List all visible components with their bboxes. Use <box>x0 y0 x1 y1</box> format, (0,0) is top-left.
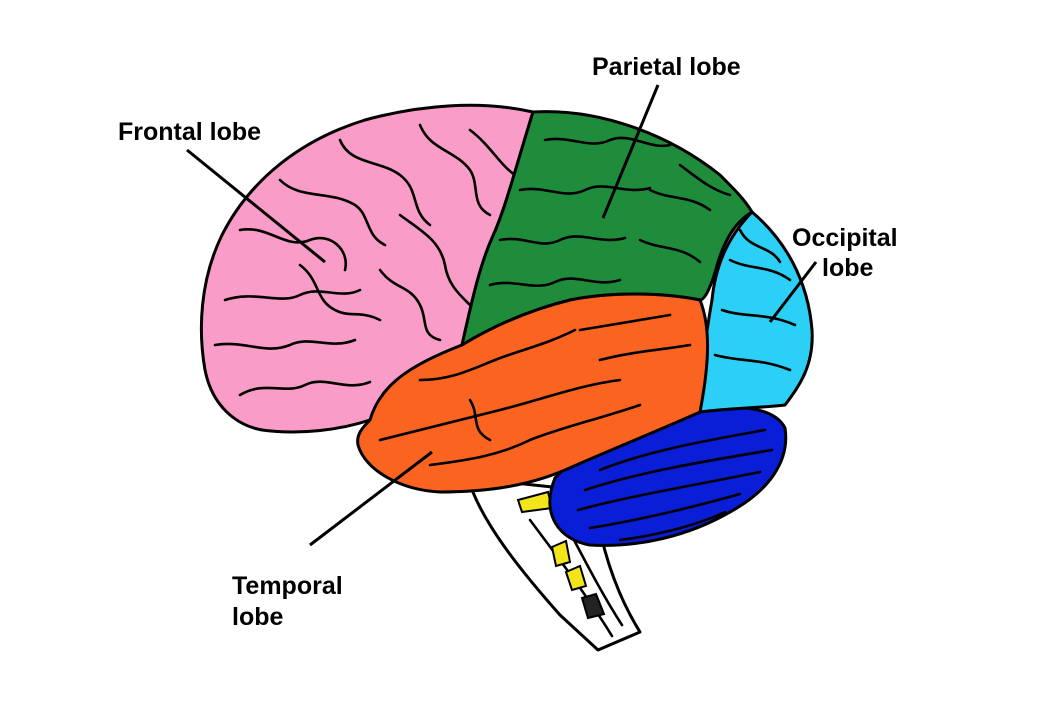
frontal-gyrus <box>213 338 357 350</box>
temporal-gyrus <box>428 403 642 467</box>
temporal-gyrus <box>468 398 492 442</box>
temporal-gyrus <box>378 378 622 442</box>
temporal-gyrus <box>578 313 672 332</box>
temporal-lobe-shape <box>356 292 710 494</box>
parietal-gyrus <box>678 163 732 197</box>
occipital-lobe-label-line2: lobe <box>822 254 873 282</box>
parietal-lobe-label: Parietal lobe <box>592 53 741 81</box>
parietal-leader <box>601 84 660 219</box>
frontal-gyrus <box>238 380 372 397</box>
parietal-gyrus <box>498 235 627 245</box>
parietal-gyrus <box>543 136 672 148</box>
occipital-lobe-shape <box>698 210 814 414</box>
parietal-gyrus <box>648 188 712 212</box>
temporal-gyrus <box>598 343 692 362</box>
cerebellum-fold <box>598 428 767 472</box>
temporal-lobe <box>356 292 710 494</box>
parietal-gyrus <box>518 185 652 195</box>
brainstem-accent <box>580 592 606 620</box>
frontal-gyrus <box>398 213 472 307</box>
cerebellum-fold <box>583 448 774 492</box>
occipital-gyrus <box>738 228 782 264</box>
cerebellum-fold <box>588 492 742 530</box>
frontal-gyrus <box>278 178 387 247</box>
frontal-gyrus <box>338 138 432 227</box>
parietal-gyrus <box>638 238 702 264</box>
occipital-lobe-label-line1: Occipital <box>792 224 898 252</box>
occipital-leader <box>768 261 818 323</box>
temporal-gyrus <box>418 328 577 382</box>
frontal-gyrus <box>298 263 382 322</box>
temporal-lobe-label-line1: Temporal <box>232 572 343 600</box>
temporal-leader <box>309 450 433 547</box>
occipital-gyrus <box>713 353 792 372</box>
frontal-gyrus <box>468 128 517 177</box>
occipital-gyrus <box>728 258 792 282</box>
brainstem-accent <box>564 564 588 592</box>
temporal-lobe-label-line2: lobe <box>232 603 283 631</box>
frontal-gyrus <box>378 268 442 342</box>
brainstem-accent <box>550 539 572 568</box>
cerebellum-fold <box>618 510 727 542</box>
frontal-leader <box>186 148 326 264</box>
occipital-lobe <box>698 210 814 414</box>
frontal-gyrus <box>238 228 348 272</box>
frontal-gyrus <box>418 123 492 217</box>
parietal-gyrus <box>488 277 622 287</box>
frontal-gyrus <box>223 288 362 302</box>
frontal-lobe-label: Frontal lobe <box>118 118 261 146</box>
occipital-gyrus <box>720 308 797 327</box>
cerebellum-fold <box>576 470 762 512</box>
